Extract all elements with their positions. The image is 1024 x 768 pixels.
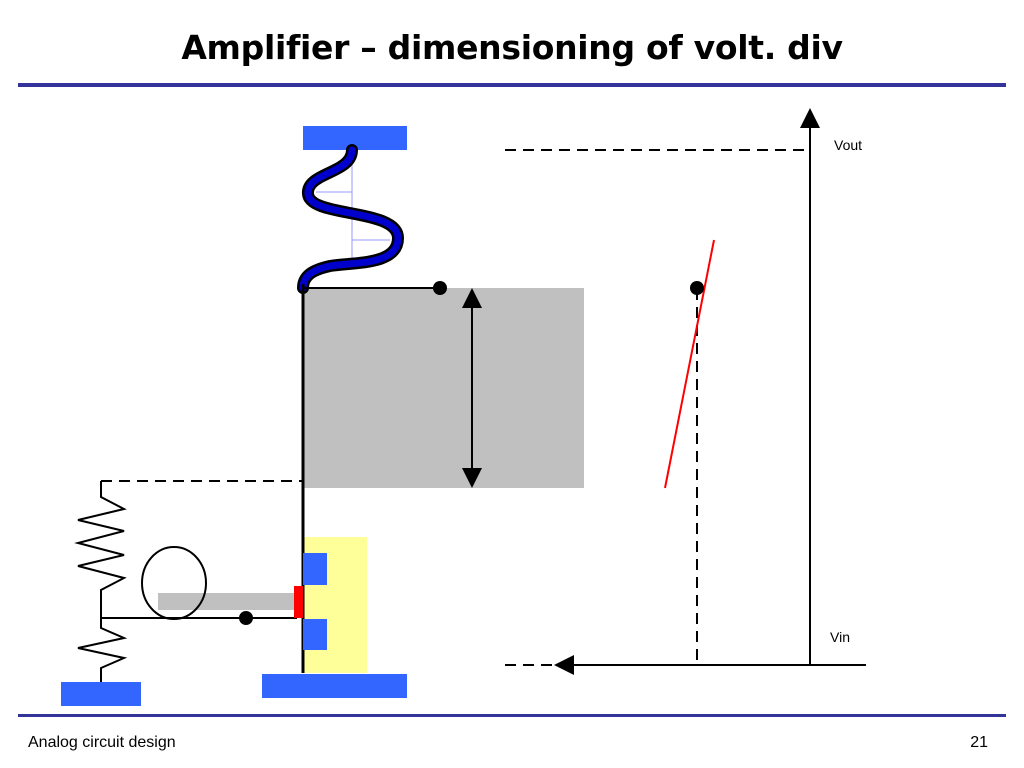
- vout-axis-label: Vout: [834, 137, 862, 153]
- gate-electrode: [294, 586, 303, 618]
- ground-rail-left: [61, 682, 141, 706]
- output-swing-region: [303, 288, 584, 488]
- slide-title: Amplifier – dimensioning of volt. div: [181, 28, 843, 67]
- transfer-curve: [664, 239, 715, 489]
- title-divider: [18, 83, 1006, 87]
- gate-node: [239, 611, 253, 625]
- drain-contact: [303, 553, 327, 585]
- vin-axis-label: Vin: [830, 629, 850, 645]
- lower-resistor: [77, 618, 128, 684]
- footer-divider: [18, 714, 1006, 717]
- page-number: 21: [970, 734, 988, 751]
- output-node: [433, 281, 447, 295]
- inductor-load: [297, 144, 405, 294]
- transfer-graph: Vout Vin: [505, 108, 866, 675]
- upper-resistor: [74, 481, 127, 618]
- operating-point: [690, 281, 704, 295]
- footer-text: Analog circuit design: [28, 734, 176, 751]
- voltage-source: [141, 546, 207, 620]
- gate-bar: [158, 593, 295, 610]
- ground-rail-bottom: [262, 674, 407, 698]
- source-contact: [303, 619, 327, 650]
